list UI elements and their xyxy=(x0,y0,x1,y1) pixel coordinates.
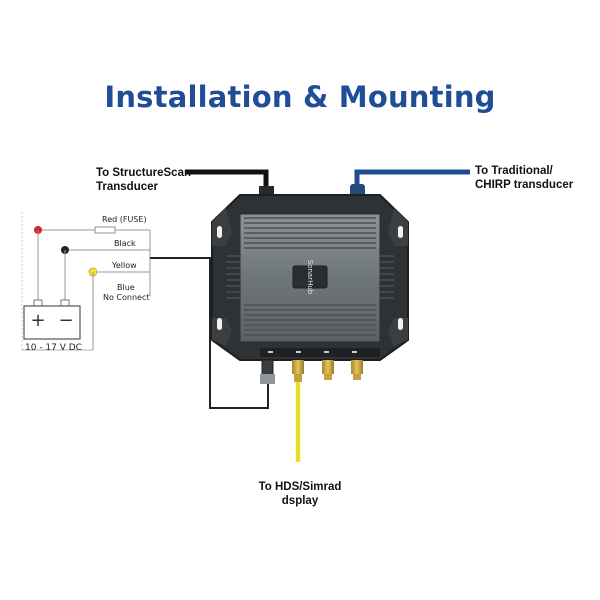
brand-badge xyxy=(292,265,328,289)
traditional-label-line2: CHIRP transducer xyxy=(475,179,574,191)
battery: + − xyxy=(23,299,81,340)
structurescan-label: To StructureScan Transducer xyxy=(96,166,191,194)
page-title: Installation & Mounting xyxy=(104,80,496,114)
battery-minus-icon: − xyxy=(58,310,73,331)
ethernet-connector xyxy=(292,360,304,382)
brass-connector xyxy=(351,360,363,380)
display-label-line1: To HDS/Simrad xyxy=(258,481,342,493)
power-connector-nut xyxy=(260,374,275,384)
mounting-hole xyxy=(398,226,403,238)
traditional-transducer-cable xyxy=(354,169,470,195)
power-wires xyxy=(21,212,158,351)
fuse xyxy=(94,226,116,234)
traditional-label-line1: To Traditional/ xyxy=(475,165,553,177)
black-wire-label: Black xyxy=(114,239,136,248)
voltage-label: 10 - 17 V DC xyxy=(25,343,82,353)
blue-no-connect-label: No Connect xyxy=(103,293,150,302)
battery-plus-icon: + xyxy=(30,310,45,331)
brand-name: SonarHub xyxy=(306,260,314,295)
blue-wire-label: Blue xyxy=(117,283,135,292)
red-wire-label: Red (FUSE) xyxy=(102,215,147,224)
mounting-hole xyxy=(217,226,222,238)
power-cable xyxy=(150,257,269,409)
structurescan-cable xyxy=(186,169,269,195)
mounting-hole xyxy=(217,318,222,330)
sonarhub-device: SonarHub xyxy=(211,194,409,361)
yellow-wire-label: Yellow xyxy=(112,261,137,270)
brass-connector xyxy=(322,360,334,380)
display-label-line2: dsplay xyxy=(281,495,319,507)
structurescan-label-line1: To StructureScan xyxy=(96,167,191,179)
structurescan-label-line2: Transducer xyxy=(96,181,158,193)
traditional-transducer-label: To Traditional/ CHIRP transducer xyxy=(475,164,573,192)
mounting-hole xyxy=(398,318,403,330)
display-label: To HDS/Simrad dsplay xyxy=(240,480,360,508)
connector-strip xyxy=(260,348,380,357)
